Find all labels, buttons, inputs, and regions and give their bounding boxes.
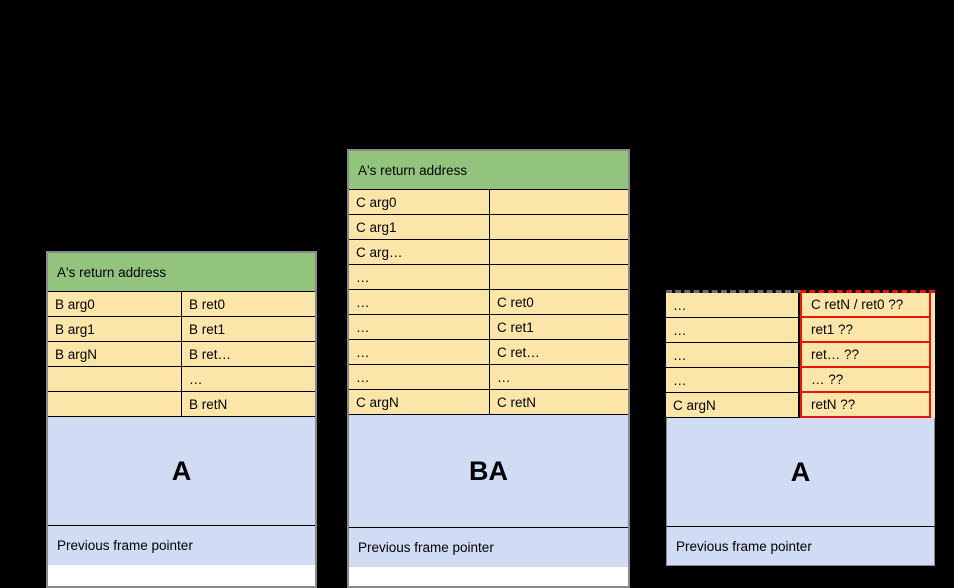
ret-cell: B ret1 [182,317,315,342]
stack-row: … C ret1 [349,315,628,340]
stack-frame-left: A's return address B arg0 B ret0 B arg1 … [46,251,317,588]
stack-row: B arg1 B ret1 [48,317,315,342]
ret-cell: C retN [490,390,628,415]
stack-row: … [48,367,315,392]
stack-row: … [349,265,628,290]
arg-cell: B argN [48,342,182,367]
arg-cell: B arg0 [48,292,182,317]
ret-cell-highlighted: ret… ?? [800,343,931,368]
stack-row: B retN [48,392,315,417]
arg-cell: C arg1 [349,215,490,240]
dashed-top-edge-rets-highlight [800,290,935,293]
ret-cell-highlighted: C retN / ret0 ?? [800,293,931,318]
ret-cell: C ret1 [490,315,628,340]
arg-cell: … [349,315,490,340]
arg-cell: … [666,343,800,368]
ret-cell-highlighted: … ?? [800,368,931,393]
arg-cell: B arg1 [48,317,182,342]
stack-row: C arg0 [349,190,628,215]
arg-cell: … [666,368,800,393]
frame-body-label: A [666,418,935,527]
previous-frame-pointer: Previous frame pointer [349,528,628,567]
stack-row: … C ret0 [349,290,628,315]
arg-cell: C arg… [349,240,490,265]
stack-frame-right: … C retN / ret0 ?? … ret1 ?? … ret… ?? …… [666,290,935,588]
arg-cell: C argN [666,393,800,418]
stack-row: … ret1 ?? [666,318,935,343]
ret-cell [490,215,628,240]
ret-cell [490,265,628,290]
ret-cell [490,190,628,215]
stack-row: B arg0 B ret0 [48,292,315,317]
stack-row: … C ret… [349,340,628,365]
stack-row: … … [349,365,628,390]
return-address-band: A's return address [349,151,628,190]
arg-cell: … [666,293,800,318]
stack-row: C argN retN ?? [666,393,935,418]
stack-row: … ret… ?? [666,343,935,368]
stack-row: C argN C retN [349,390,628,415]
ret-cell: … [182,367,315,392]
stack-row: … C retN / ret0 ?? [666,293,935,318]
frame-body-label: BA [349,415,628,528]
dashed-top-edge [666,290,935,293]
ret-cell [490,240,628,265]
arg-cell: C argN [349,390,490,415]
arg-cell: … [349,340,490,365]
arg-cell [48,367,182,392]
ret-cell: C ret… [490,340,628,365]
ret-cell: B retN [182,392,315,417]
return-address-band: A's return address [48,253,315,292]
ret-cell: B ret0 [182,292,315,317]
arg-cell: … [349,365,490,390]
stack-row: B argN B ret… [48,342,315,367]
stack-row: … … ?? [666,368,935,393]
ret-cell: B ret… [182,342,315,367]
ret-cell-highlighted: retN ?? [800,393,931,418]
arg-cell: … [666,318,800,343]
stack-row: C arg… [349,240,628,265]
previous-frame-pointer: Previous frame pointer [48,526,315,565]
arg-cell: … [349,290,490,315]
stack-frame-middle: A's return address C arg0 C arg1 C arg… … [347,149,630,588]
frame-body-label: A [48,417,315,526]
ret-cell-highlighted: ret1 ?? [800,318,931,343]
ret-cell: … [490,365,628,390]
arg-cell: C arg0 [349,190,490,215]
dashed-top-edge-args [666,290,800,293]
ret-cell: C ret0 [490,290,628,315]
stack-row: C arg1 [349,215,628,240]
arg-cell: … [349,265,490,290]
arg-cell [48,392,182,417]
previous-frame-pointer: Previous frame pointer [666,527,935,566]
